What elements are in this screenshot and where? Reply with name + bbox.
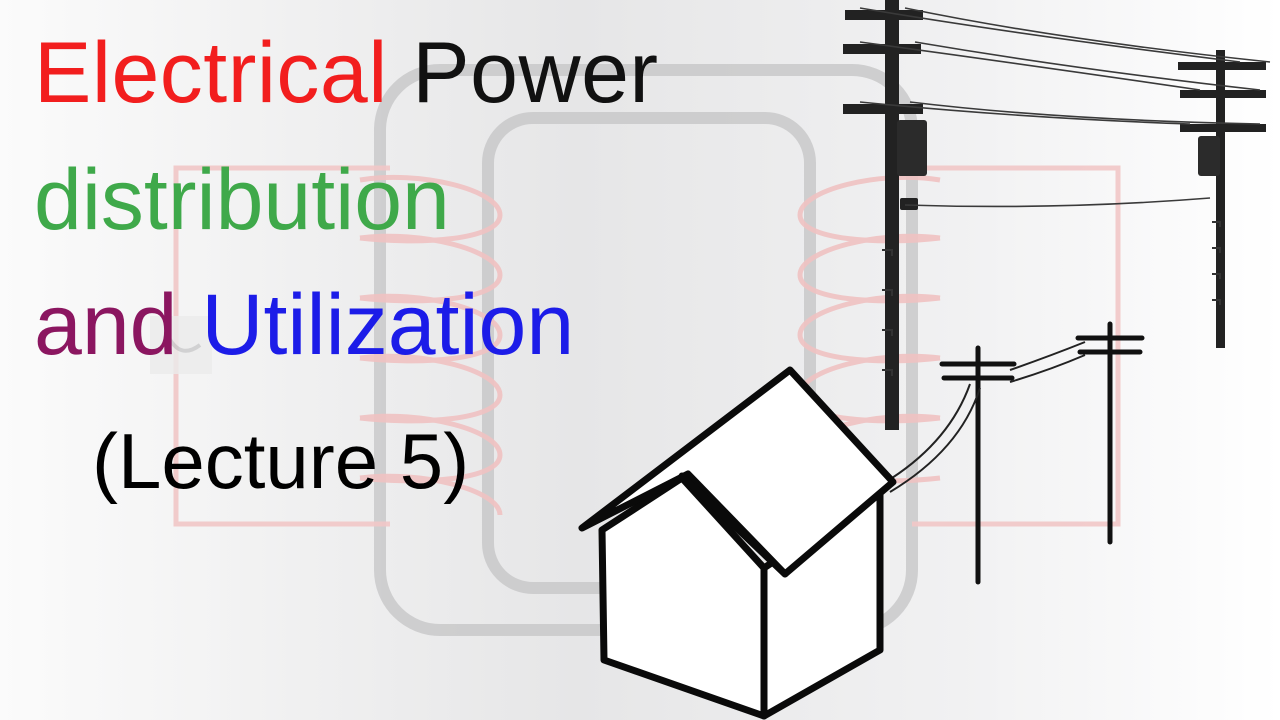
utility-pole-left [843,0,927,430]
title-line-1: Electrical Power [34,30,659,116]
title-line-3: and Utilization [34,282,574,368]
service-wires [889,341,1086,493]
lecture-number: (Lecture 5) [92,417,470,505]
power-lines [859,7,1271,208]
title-word-and: and [34,277,178,373]
utility-pole-right [1178,50,1266,348]
title-line-distribution: distribution [34,152,450,248]
house-drawing [578,366,897,720]
ac-source-icon [150,316,212,374]
title-word-utilization: Utilization [201,277,575,373]
title-word-power: Power [412,25,659,121]
title-word-electrical: Electrical [34,25,388,121]
small-pole-right [1075,321,1145,545]
small-pole-left [939,345,1017,585]
